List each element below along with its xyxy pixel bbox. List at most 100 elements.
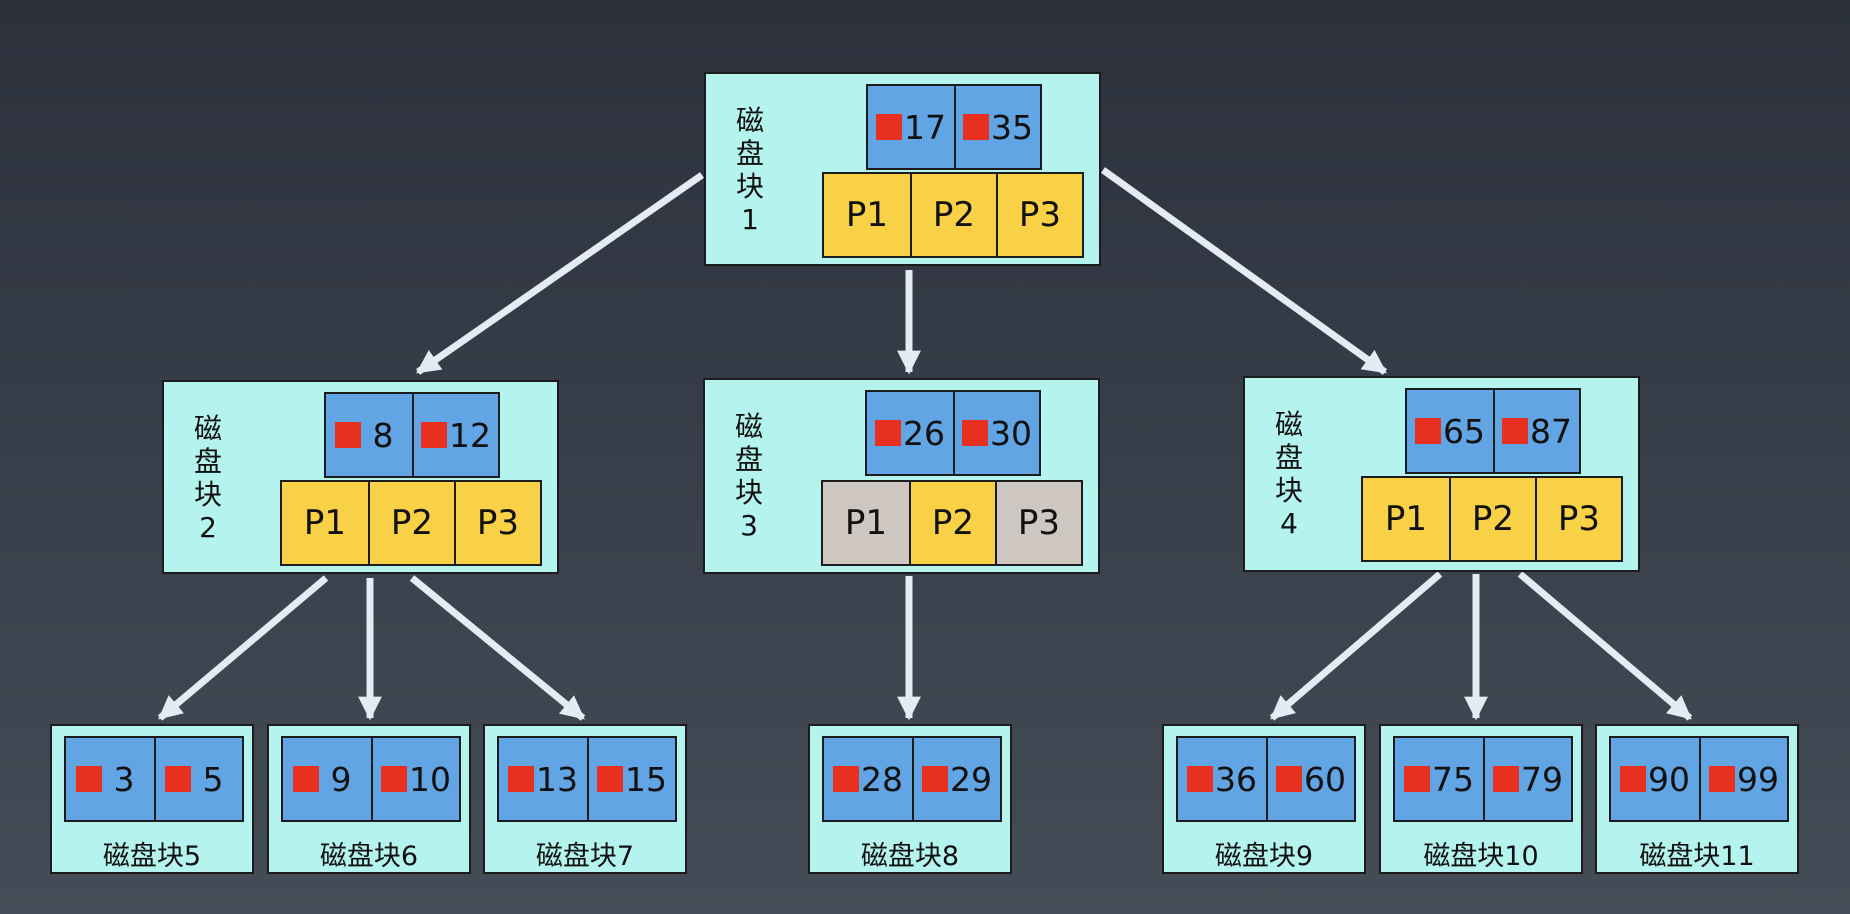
key-cell: 13 bbox=[499, 738, 587, 820]
key-cell: 79 bbox=[1483, 738, 1571, 820]
data-pointer-marker bbox=[1276, 766, 1302, 792]
key-cell: 35 bbox=[954, 86, 1040, 168]
disk-block-6: 9 10 磁盘块6 bbox=[267, 724, 471, 874]
pointer-cells: P1 P2 P3 bbox=[822, 172, 1084, 258]
key-cell: 99 bbox=[1699, 738, 1787, 820]
data-pointer-marker bbox=[1709, 766, 1735, 792]
key-cells: 9 10 bbox=[281, 736, 461, 822]
key-cells: 26 30 bbox=[865, 390, 1041, 476]
key-cell: 9 bbox=[283, 738, 371, 820]
pointer-p2: P2 bbox=[1449, 478, 1535, 560]
key-cells: 3 5 bbox=[64, 736, 244, 822]
key-cells: 17 35 bbox=[866, 84, 1042, 170]
pointer-p3: P3 bbox=[1535, 478, 1621, 560]
arrow-n4-l11 bbox=[1517, 571, 1693, 721]
pointer-p2: P2 bbox=[910, 174, 996, 256]
arrow-n1-n2 bbox=[416, 172, 704, 375]
disk-block-10: 75 79 磁盘块10 bbox=[1379, 724, 1583, 874]
disk-block-label: 磁盘块11 bbox=[1639, 841, 1755, 872]
data-pointer-marker bbox=[922, 766, 948, 792]
disk-block-3: 磁 盘 块 3 26 30 P1 P2 P3 bbox=[703, 378, 1100, 574]
disk-block-5: 3 5 磁盘块5 bbox=[50, 724, 254, 874]
disk-block-label: 磁盘块5 bbox=[102, 841, 202, 872]
key-cell: 60 bbox=[1266, 738, 1354, 820]
data-pointer-marker bbox=[421, 422, 447, 448]
key-cell: 10 bbox=[371, 738, 459, 820]
disk-block-11: 90 99 磁盘块11 bbox=[1595, 724, 1799, 874]
disk-block-label: 磁盘块10 bbox=[1423, 841, 1539, 872]
disk-block-label: 磁盘块7 bbox=[535, 841, 635, 872]
key-cells: 65 87 bbox=[1405, 388, 1581, 474]
pointer-p1: P1 bbox=[282, 482, 368, 564]
pointer-p3: P3 bbox=[454, 482, 540, 564]
pointer-p1: P1 bbox=[1363, 478, 1449, 560]
data-pointer-marker bbox=[875, 420, 901, 446]
key-cell: 90 bbox=[1611, 738, 1699, 820]
key-cell: 28 bbox=[824, 738, 912, 820]
key-cell: 15 bbox=[587, 738, 675, 820]
pointer-p3: P3 bbox=[996, 174, 1082, 256]
key-cells: 8 12 bbox=[324, 392, 500, 478]
data-pointer-marker bbox=[1502, 418, 1528, 444]
data-pointer-marker bbox=[597, 766, 623, 792]
pointer-p3: P3 bbox=[995, 482, 1081, 564]
key-cell: 26 bbox=[867, 392, 953, 474]
data-pointer-marker bbox=[1493, 766, 1519, 792]
key-cell: 65 bbox=[1407, 390, 1493, 472]
key-cell: 12 bbox=[412, 394, 498, 476]
disk-block-8: 28 29 磁盘块8 bbox=[808, 724, 1012, 874]
data-pointer-marker bbox=[962, 420, 988, 446]
disk-block-label: 磁盘块9 bbox=[1214, 841, 1314, 872]
data-pointer-marker bbox=[1415, 418, 1441, 444]
data-pointer-marker bbox=[335, 422, 361, 448]
disk-block-2: 磁 盘 块 2 8 12 P1 P2 P3 bbox=[162, 380, 559, 574]
arrow-n2-l5 bbox=[157, 575, 329, 721]
key-cell: 5 bbox=[154, 738, 242, 820]
disk-block-4: 磁 盘 块 4 65 87 P1 P2 P3 bbox=[1243, 376, 1640, 572]
arrow-n2-l7 bbox=[409, 575, 586, 721]
key-cell: 30 bbox=[953, 392, 1039, 474]
data-pointer-marker bbox=[1404, 766, 1430, 792]
pointer-p1: P1 bbox=[824, 174, 910, 256]
key-cell: 8 bbox=[326, 394, 412, 476]
disk-block-4-label: 磁 盘 块 4 bbox=[1274, 408, 1303, 540]
key-cell: 87 bbox=[1493, 390, 1579, 472]
disk-block-7: 13 15 磁盘块7 bbox=[483, 724, 687, 874]
key-cells: 75 79 bbox=[1393, 736, 1573, 822]
disk-block-9: 36 60 磁盘块9 bbox=[1162, 724, 1366, 874]
data-pointer-marker bbox=[76, 766, 102, 792]
key-cell: 29 bbox=[912, 738, 1000, 820]
arrow-n4-l9 bbox=[1269, 571, 1443, 721]
disk-block-label: 磁盘块8 bbox=[860, 841, 960, 872]
pointer-p2: P2 bbox=[909, 482, 995, 564]
key-cells: 36 60 bbox=[1176, 736, 1356, 822]
key-cells: 28 29 bbox=[822, 736, 1002, 822]
arrow-n1-n4 bbox=[1100, 167, 1388, 375]
key-cell: 75 bbox=[1395, 738, 1483, 820]
key-cells: 90 99 bbox=[1609, 736, 1789, 822]
pointer-cells: P1 P2 P3 bbox=[821, 480, 1083, 566]
pointer-p2: P2 bbox=[368, 482, 454, 564]
data-pointer-marker bbox=[876, 114, 902, 140]
data-pointer-marker bbox=[963, 114, 989, 140]
disk-block-1: 磁 盘 块 1 17 35 P1 P2 P3 bbox=[704, 72, 1101, 266]
pointer-p1: P1 bbox=[823, 482, 909, 564]
data-pointer-marker bbox=[165, 766, 191, 792]
disk-block-label: 磁盘块6 bbox=[319, 841, 419, 872]
key-cell: 3 bbox=[66, 738, 154, 820]
disk-block-2-label: 磁 盘 块 2 bbox=[193, 412, 222, 544]
data-pointer-marker bbox=[1187, 766, 1213, 792]
data-pointer-marker bbox=[293, 766, 319, 792]
data-pointer-marker bbox=[381, 766, 407, 792]
key-cell: 17 bbox=[868, 86, 954, 168]
disk-block-1-label: 磁 盘 块 1 bbox=[735, 104, 764, 236]
data-pointer-marker bbox=[833, 766, 859, 792]
disk-block-3-label: 磁 盘 块 3 bbox=[734, 410, 763, 542]
key-cell: 36 bbox=[1178, 738, 1266, 820]
data-pointer-marker bbox=[508, 766, 534, 792]
pointer-cells: P1 P2 P3 bbox=[1361, 476, 1623, 562]
pointer-cells: P1 P2 P3 bbox=[280, 480, 542, 566]
data-pointer-marker bbox=[1620, 766, 1646, 792]
key-cells: 13 15 bbox=[497, 736, 677, 822]
